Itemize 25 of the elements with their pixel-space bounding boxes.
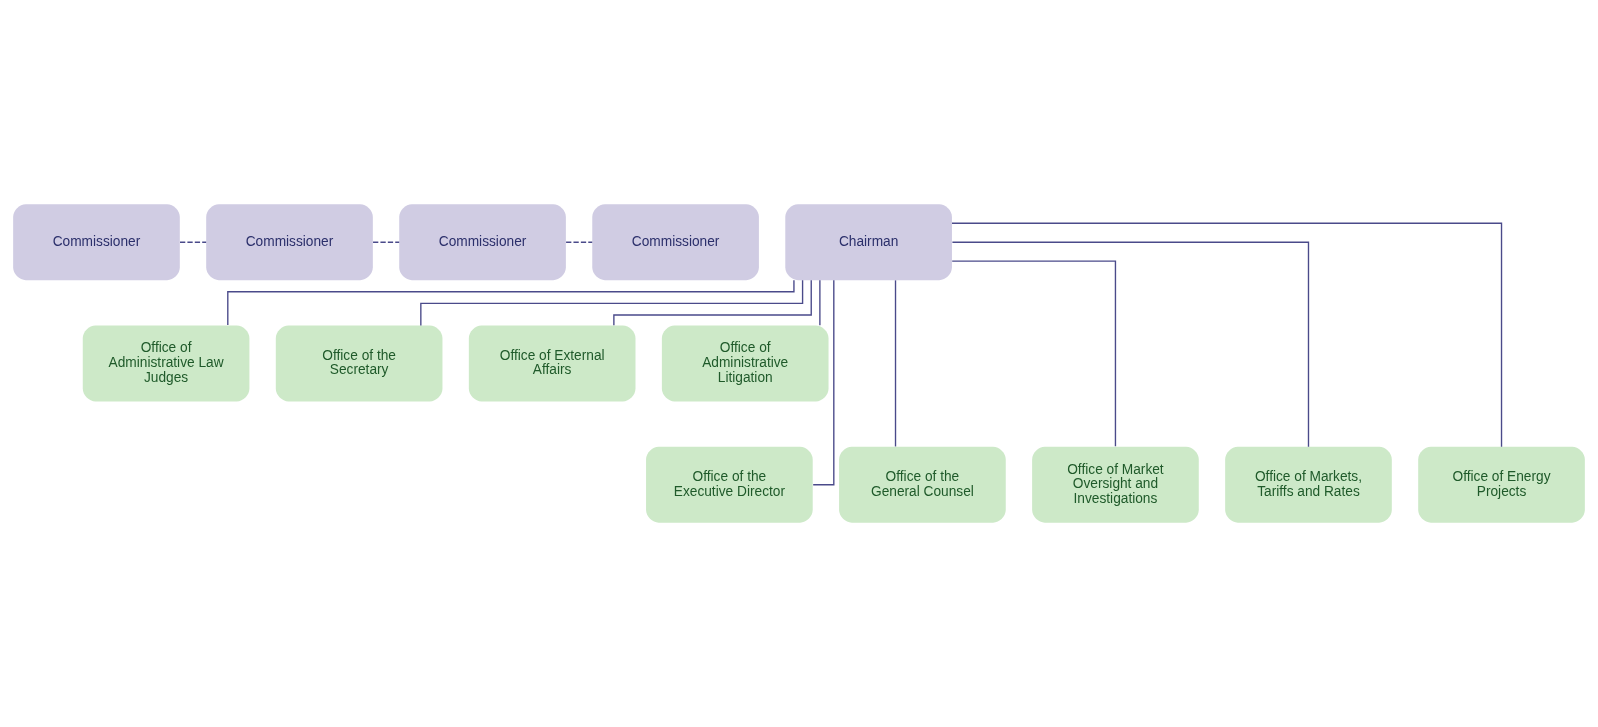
node-box: Office of External Affairs (468, 325, 636, 402)
node-box: Office of the Executive Director (646, 446, 813, 523)
connector (819, 279, 821, 326)
connector (372, 241, 400, 243)
connector (565, 241, 593, 243)
connector (420, 279, 804, 327)
connector (951, 260, 1117, 448)
node-box: Commissioner (592, 204, 759, 281)
node-box: Office of the General Counsel (839, 446, 1006, 523)
node-box: Chairman (785, 204, 952, 281)
node-box: Office of Energy Projects (1418, 446, 1585, 523)
connector (951, 222, 1503, 448)
node-box: Office of Markets, Tariffs and Rates (1225, 446, 1392, 523)
node-box: Office of Administrative Law Judges (82, 325, 250, 402)
node-box: Office of Administrative Litigation (661, 325, 829, 402)
node-box: Commissioner (399, 204, 566, 281)
connector (227, 279, 795, 326)
connector (951, 241, 1310, 448)
node-box: Commissioner (206, 204, 373, 281)
connector (613, 279, 812, 326)
node-box: Office of the Secretary (275, 325, 443, 402)
connector (179, 241, 207, 243)
connector (894, 279, 897, 448)
node-box: Office of Market Oversight and Investigations (1032, 446, 1199, 523)
node-box: Commissioner (13, 204, 180, 281)
